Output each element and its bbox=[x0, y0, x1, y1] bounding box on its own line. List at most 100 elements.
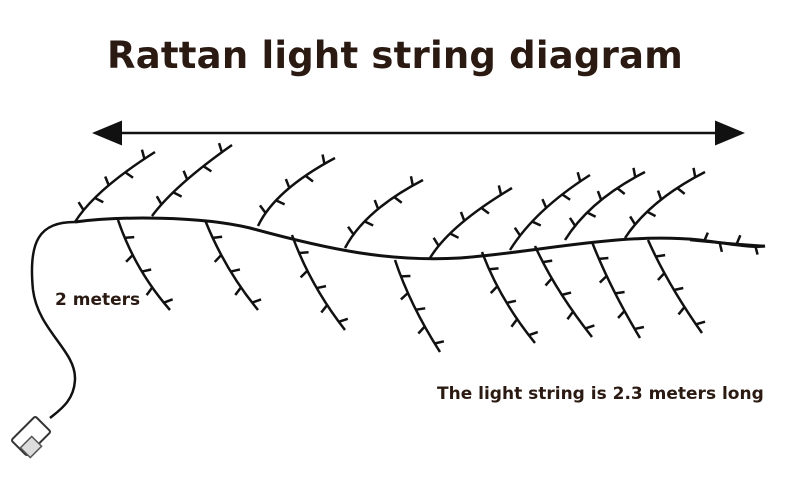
twig bbox=[718, 242, 724, 253]
vine-branch bbox=[480, 251, 536, 344]
cable-length-label: 2 meters bbox=[55, 290, 141, 310]
twig bbox=[124, 235, 135, 240]
vine-branch bbox=[623, 170, 706, 239]
vine-branch bbox=[256, 156, 336, 227]
vine-branch bbox=[393, 259, 442, 353]
vine-branch bbox=[203, 219, 259, 311]
twig bbox=[321, 154, 326, 165]
twig bbox=[320, 304, 329, 314]
twig bbox=[676, 187, 686, 195]
twig bbox=[510, 318, 519, 328]
twig bbox=[646, 210, 657, 218]
twig bbox=[125, 254, 134, 263]
twig bbox=[299, 269, 309, 279]
twig bbox=[566, 310, 575, 320]
vine-branch bbox=[590, 241, 642, 339]
twig bbox=[284, 178, 291, 189]
twig bbox=[596, 190, 603, 201]
twig bbox=[338, 317, 349, 323]
twig bbox=[497, 185, 503, 195]
twig bbox=[77, 201, 85, 211]
vine-branch bbox=[563, 170, 646, 241]
twig bbox=[488, 267, 499, 271]
vine-branch bbox=[116, 219, 171, 311]
twig bbox=[415, 307, 426, 311]
twig bbox=[449, 232, 460, 239]
twig bbox=[140, 149, 146, 160]
twig bbox=[217, 142, 224, 153]
twig bbox=[541, 198, 548, 209]
vine-branch bbox=[508, 173, 591, 251]
twig bbox=[542, 259, 553, 264]
twig bbox=[585, 324, 595, 330]
vine-branch bbox=[428, 186, 513, 259]
twig bbox=[275, 199, 286, 206]
twig bbox=[598, 256, 609, 261]
twig bbox=[568, 217, 577, 227]
twig bbox=[234, 286, 242, 296]
power-cable bbox=[30, 220, 77, 419]
twig bbox=[145, 286, 154, 296]
twig bbox=[657, 272, 666, 281]
twig bbox=[576, 171, 582, 182]
twig bbox=[489, 285, 499, 294]
twig bbox=[753, 245, 759, 255]
twig bbox=[544, 277, 553, 287]
twig bbox=[615, 290, 625, 295]
twig bbox=[459, 211, 466, 222]
vine-branch bbox=[290, 234, 346, 331]
twig bbox=[94, 196, 104, 204]
branches bbox=[73, 142, 766, 353]
twig bbox=[163, 298, 174, 304]
twig bbox=[735, 234, 742, 245]
twig bbox=[598, 275, 608, 284]
twig bbox=[434, 340, 445, 345]
twig bbox=[393, 195, 403, 204]
twig bbox=[316, 284, 327, 290]
twig bbox=[673, 286, 684, 292]
twig bbox=[634, 325, 645, 331]
twig bbox=[432, 237, 440, 247]
twig bbox=[561, 193, 571, 201]
vine-branch bbox=[533, 245, 593, 338]
twig bbox=[172, 191, 183, 198]
vine-branch bbox=[689, 238, 766, 248]
usb-plug-icon bbox=[11, 416, 51, 459]
twig bbox=[480, 206, 490, 215]
twig bbox=[124, 171, 134, 179]
twig bbox=[655, 253, 666, 258]
twig bbox=[417, 325, 426, 335]
twig bbox=[213, 254, 223, 263]
twig bbox=[506, 299, 517, 305]
twig bbox=[695, 320, 706, 326]
total-length-label: The light string is 2.3 meters long bbox=[437, 384, 764, 404]
twig bbox=[513, 227, 522, 237]
twig bbox=[155, 195, 163, 206]
twig bbox=[251, 298, 262, 304]
twig bbox=[364, 220, 374, 227]
vine-branch bbox=[343, 178, 424, 249]
twig bbox=[182, 170, 189, 180]
twig bbox=[531, 220, 542, 227]
diagram-title: Rattan light string diagram bbox=[107, 34, 683, 77]
twig bbox=[212, 235, 223, 240]
twig bbox=[304, 174, 314, 183]
twig bbox=[677, 306, 686, 316]
twig bbox=[400, 292, 409, 301]
twig bbox=[230, 268, 241, 273]
main-vine bbox=[74, 216, 766, 261]
twig bbox=[373, 199, 380, 210]
twig bbox=[202, 165, 213, 173]
vine-branch bbox=[150, 143, 233, 217]
twig bbox=[528, 330, 539, 337]
twig bbox=[617, 310, 626, 319]
twig bbox=[347, 225, 355, 236]
twig bbox=[702, 232, 710, 242]
twig bbox=[258, 204, 267, 214]
twig bbox=[616, 187, 626, 195]
twig bbox=[632, 167, 637, 178]
twig bbox=[561, 291, 572, 297]
twig bbox=[299, 250, 309, 255]
twig bbox=[656, 190, 663, 200]
